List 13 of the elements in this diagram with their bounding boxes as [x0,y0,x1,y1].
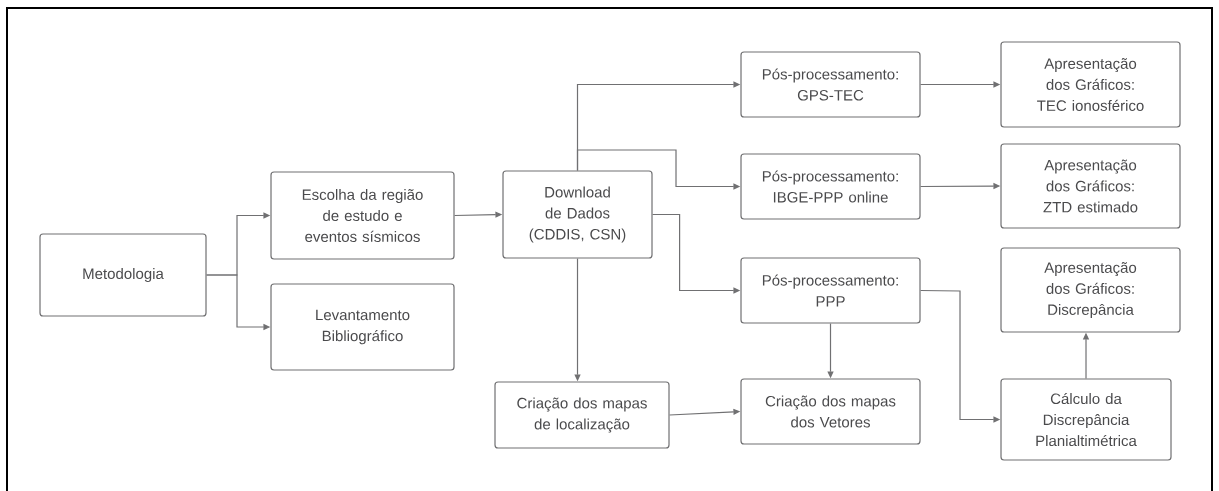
process-box: Levantamento Bibliográfico [270,283,455,371]
process-box: Criação dos mapas dos Vetores [740,378,921,445]
process-box: Apresentação dos Gráficos: ZTD estimado [1000,143,1181,229]
process-box: Cálculo da Discrepância Planialtimétrica [1000,378,1172,461]
process-box: Criação dos mapas de localização [494,381,670,449]
process-box: Pós-processamento: IBGE-PPP online [740,153,921,220]
process-box: Apresentação dos Gráficos: TEC ionosférico [1000,41,1181,128]
process-box: Apresentação dos Gráficos: Discrepância [1000,247,1181,333]
process-box: Download de Dados (CDDIS, CSN) [502,170,653,259]
process-box: Pós-processamento: PPP [740,257,921,324]
process-box: Escolha da região de estudo e eventos sísmicos [270,171,455,260]
process-box: Pós-processamento: GPS-TEC [740,51,921,118]
process-box: Metodologia [39,233,207,317]
